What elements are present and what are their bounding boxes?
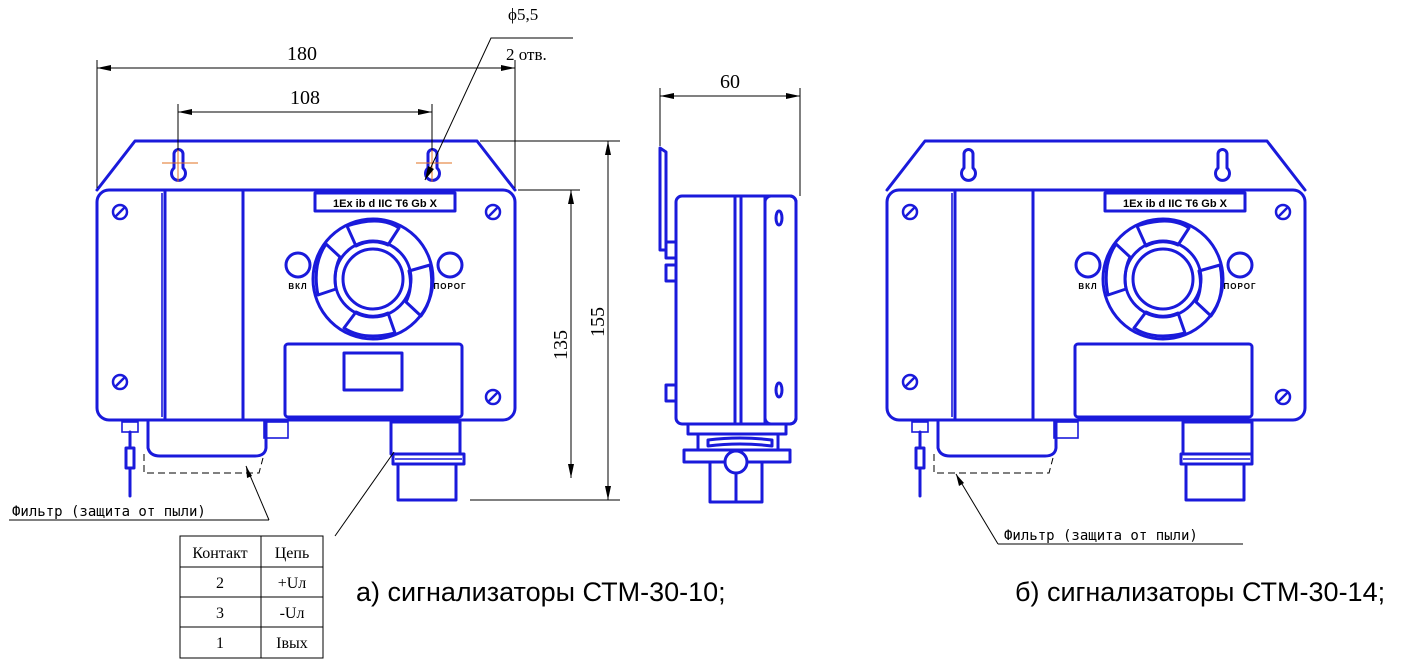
screw-icon — [484, 388, 502, 406]
caption-variant-a: а) сигнализаторы СТМ-30-10; — [356, 577, 726, 607]
table-cell: +Uл — [278, 575, 307, 592]
screw-icon — [901, 373, 919, 391]
screw-icon — [1274, 388, 1292, 406]
marking-label-b: 1Ex ib d IIC T6 Gb X — [1123, 198, 1228, 210]
dimensions-view-a: 180 108 ϕ5,5 2 отв. 135 155 Фильтр (защи… — [9, 5, 620, 537]
front-view-a: 1Ex ib d IIC T6 Gb X ВКЛ ПОРОГ — [95, 139, 517, 502]
filter-label-b: Фильтр (защита от пыли) — [1004, 528, 1198, 544]
dim-height-total: 155 — [587, 307, 609, 337]
dim-hole-spacing: 108 — [290, 87, 320, 109]
screw-icon — [111, 203, 129, 221]
dim-depth: 60 — [720, 71, 740, 93]
power-led-label: ВКЛ — [288, 282, 307, 291]
dimensions-side-view: 60 — [659, 71, 801, 196]
threshold-led-label-b: ПОРОГ — [1224, 282, 1257, 291]
screw-icon — [484, 203, 502, 221]
table-cell: 3 — [216, 605, 224, 622]
marking-label: 1Ex ib d IIC T6 Gb X — [333, 198, 438, 210]
keyhole-left — [170, 148, 187, 182]
threshold-led-label: ПОРОГ — [434, 282, 467, 291]
table-cell: 1 — [216, 635, 224, 652]
filter-label-a: Фильтр (защита от пыли) — [12, 504, 206, 520]
table-cell: -Uл — [280, 605, 305, 622]
screw-icon — [901, 203, 919, 221]
side-view — [658, 146, 798, 504]
table-header-contact: Контакт — [192, 545, 247, 562]
pinout-table: Контакт Цепь 2 +Uл 3 -Uл 1 Iвых — [179, 535, 324, 659]
front-view-b: 1Ex ib d IIC T6 Gb X ВКЛ ПОРОГ Фильт — [885, 139, 1307, 545]
screw-icon — [111, 373, 129, 391]
table-cell: Iвых — [276, 635, 308, 652]
dim-hole-count: 2 отв. — [506, 45, 547, 64]
screw-icon — [1274, 203, 1292, 221]
caption-variant-b: б) сигнализаторы СТМ-30-14; — [1015, 577, 1385, 607]
power-led-label-b: ВКЛ — [1078, 282, 1097, 291]
table-cell: 2 — [216, 575, 224, 592]
dim-width-total: 180 — [287, 43, 317, 65]
table-header-circuit: Цепь — [275, 545, 310, 562]
dim-height-body: 135 — [550, 330, 572, 360]
dim-hole-diameter: ϕ5,5 — [508, 5, 538, 24]
